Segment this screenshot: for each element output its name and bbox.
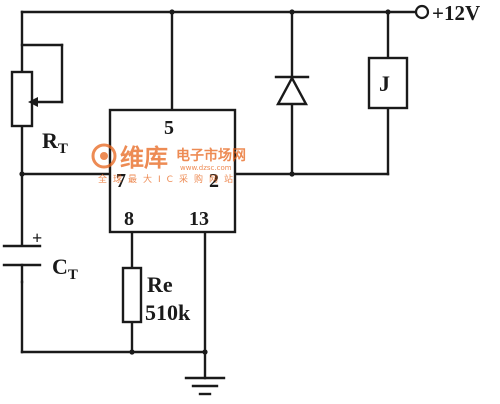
rt-wiper-arrow [28, 97, 38, 107]
watermark-slogan: 全球最大IC采购网站 [98, 173, 239, 185]
ic-pin-13: 13 [189, 208, 209, 230]
junction-dot [129, 349, 135, 355]
ic-body [108, 108, 237, 234]
watermark-brand: 维库 [120, 144, 168, 172]
rt-resistor-body [10, 70, 34, 128]
watermark: 维库 电子市场网 www.dzsc.com 全球最大IC采购网站 [91, 143, 246, 185]
relay-label: J [379, 71, 390, 96]
ground-symbol [184, 376, 226, 396]
ct-label: CT [52, 254, 78, 283]
watermark-url: www.dzsc.com [180, 164, 232, 172]
junction-dot [19, 171, 25, 177]
re-value: 510k [145, 300, 191, 325]
junction-dot [289, 171, 295, 177]
ct-polarity: + [32, 228, 42, 248]
supply-terminal [414, 4, 430, 20]
logo-core [100, 152, 108, 160]
re-label: Re [147, 272, 173, 297]
relay-coil [367, 56, 409, 110]
junction-dot [169, 9, 175, 15]
ic-pin-2: 2 [209, 170, 219, 192]
diode-symbol [275, 75, 309, 106]
junction-dot [289, 9, 295, 15]
watermark-tagline: 电子市场网 [176, 147, 246, 164]
watermark-logo [91, 143, 117, 169]
junction-dot [202, 349, 208, 355]
rt-label: RT [42, 128, 68, 157]
logo-ring [91, 143, 117, 169]
ic-pin-5: 5 [164, 117, 174, 139]
re-resistor-body [121, 266, 143, 324]
ic-pin-7: 7 [116, 170, 126, 192]
junctions [19, 9, 391, 355]
ic-pin-8: 8 [124, 208, 134, 230]
supply-label: +12V [432, 1, 480, 25]
junction-dot [385, 9, 391, 15]
